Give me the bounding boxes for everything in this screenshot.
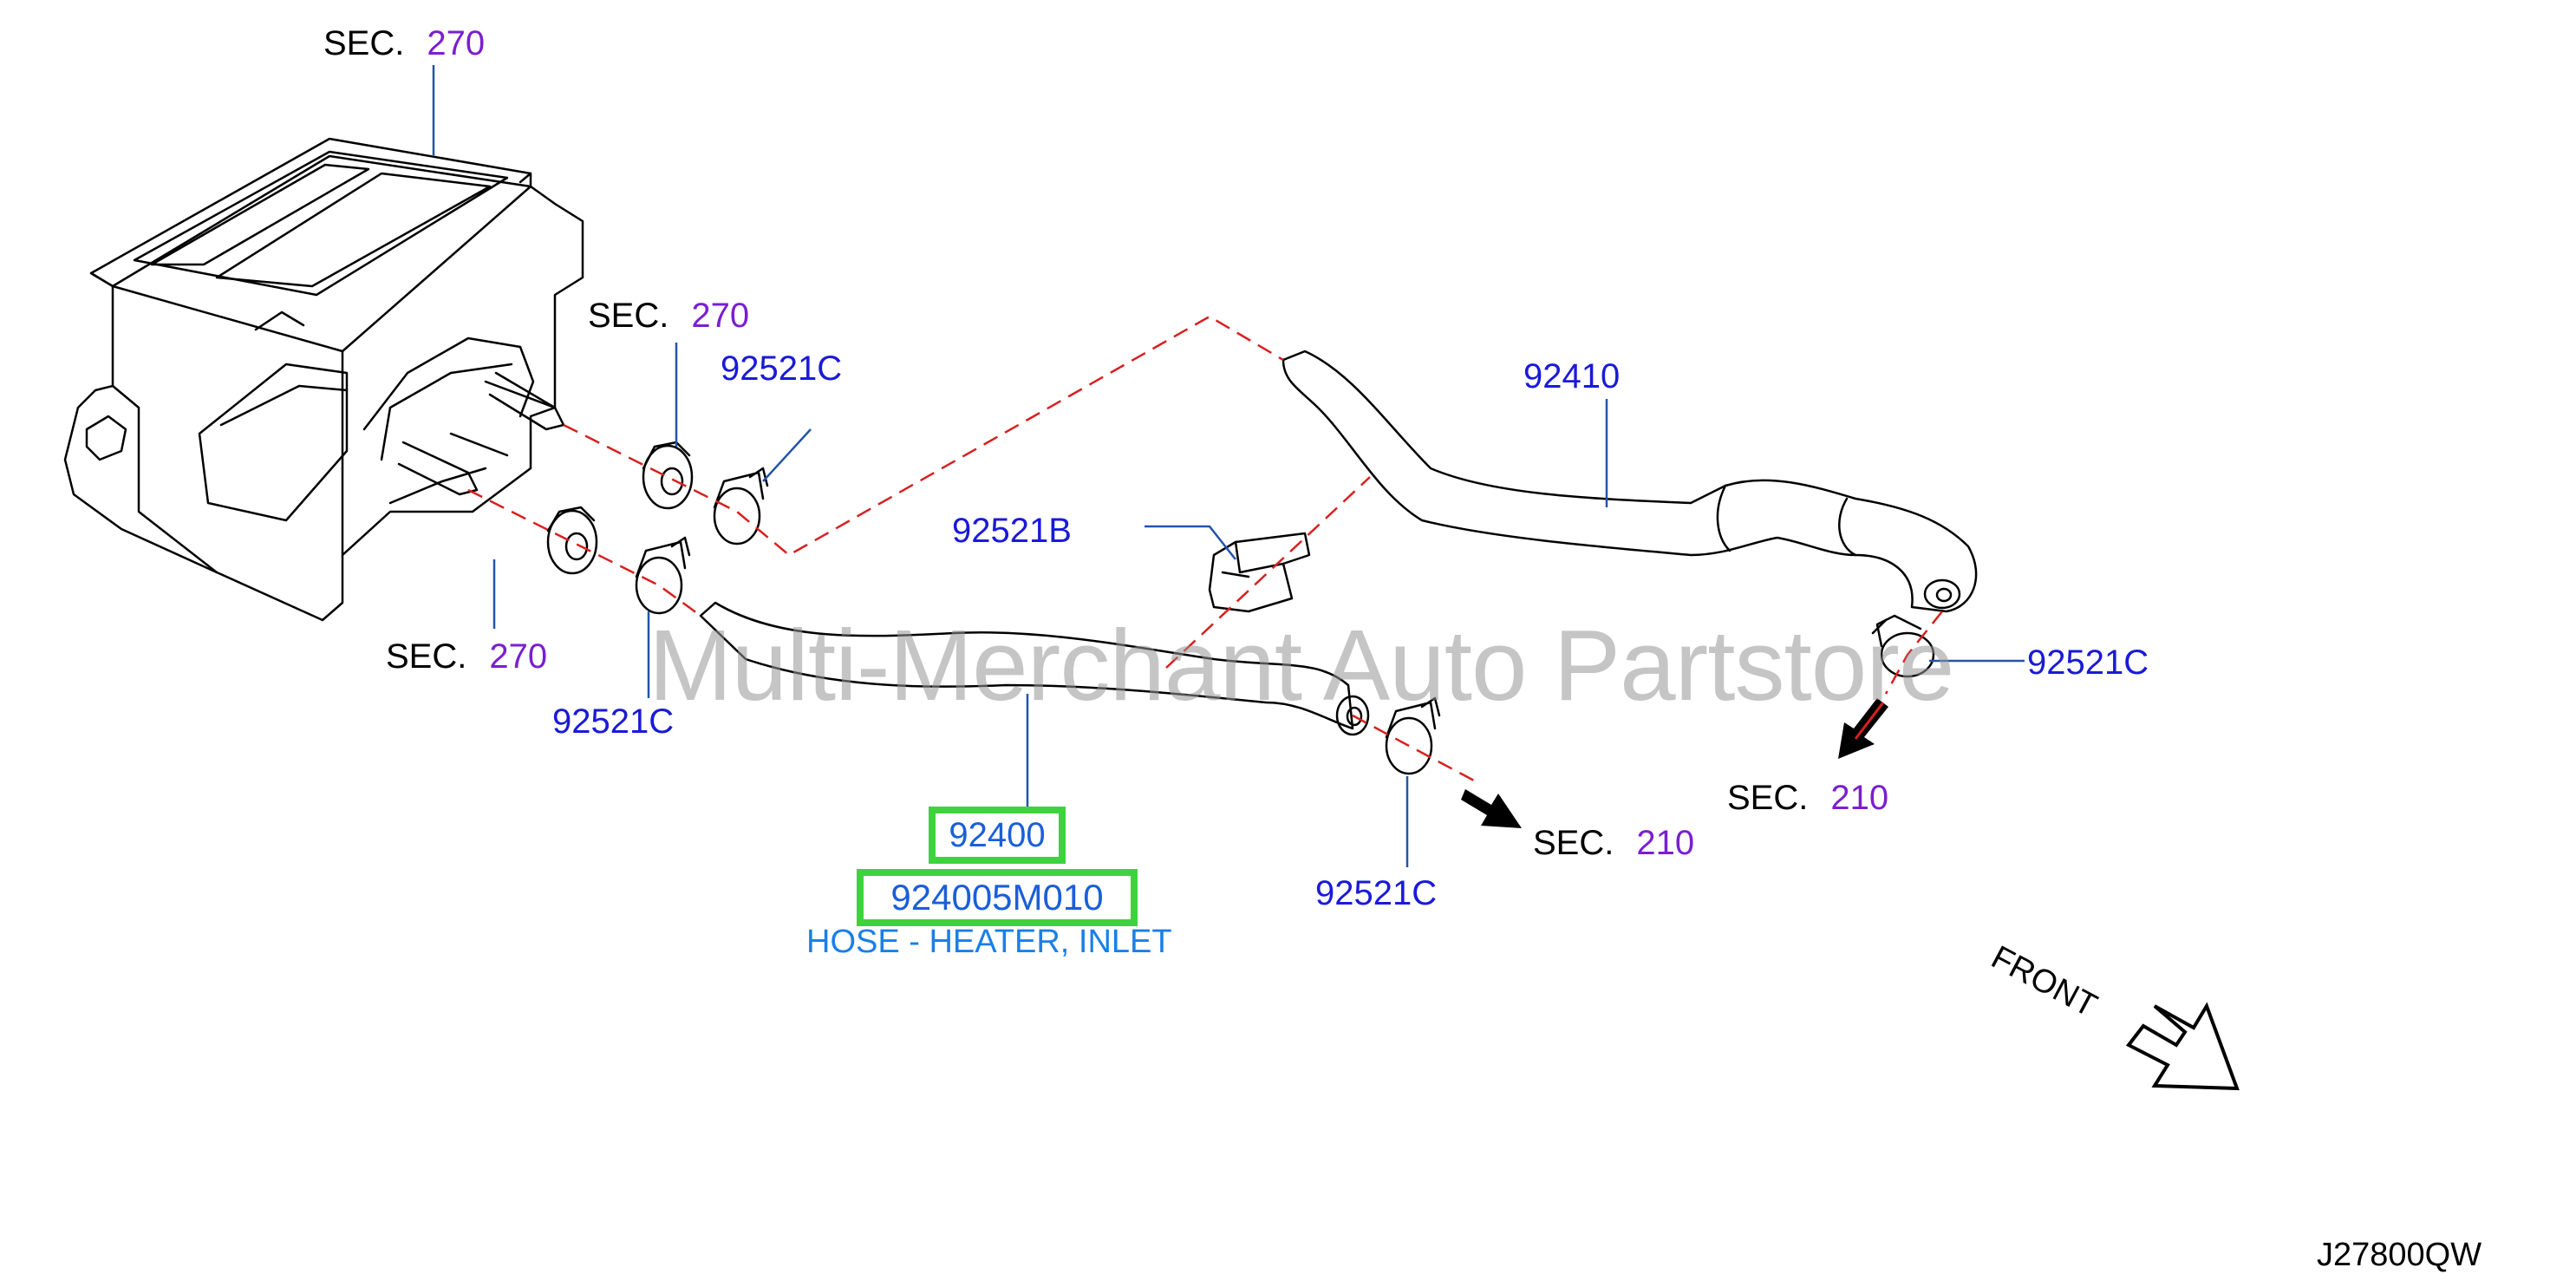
leader-lines	[432, 65, 2025, 867]
sec-number: 210	[1830, 779, 1889, 817]
arrow-to-sec-210-lower	[1461, 789, 1522, 828]
hose-outlet-drawing	[1281, 350, 1978, 613]
grommet-upper-drawing	[642, 441, 694, 510]
arrow-to-sec-210-upper	[1838, 698, 1888, 759]
clamp-right-drawing	[1871, 614, 1935, 678]
clamp-left-drawing	[635, 536, 691, 615]
sec-number: 270	[489, 637, 548, 676]
sec-label: SEC.	[1727, 779, 1809, 817]
part-clamp-top[interactable]: 92521C	[721, 350, 843, 388]
watermark: Multi-Merchant Auto Partstore	[649, 609, 1954, 722]
sec-ref-right-lower[interactable]: SEC. 210	[1533, 824, 1694, 862]
sec-number: 270	[427, 24, 486, 62]
part-clip[interactable]: 92521B	[952, 512, 1072, 550]
sec-label: SEC.	[588, 297, 669, 335]
part-clamp-bottom[interactable]: 92521C	[1315, 874, 1438, 912]
part-hose-inlet: 92400	[949, 816, 1046, 854]
selected-part-description[interactable]: HOSE - HEATER, INLET	[806, 924, 1172, 960]
sec-label: SEC.	[323, 24, 405, 62]
selected-part-number: 924005M010	[890, 877, 1104, 918]
front-arrow-icon	[2125, 1002, 2240, 1091]
sec-ref-right-upper[interactable]: SEC. 210	[1727, 779, 1888, 817]
part-hose-inlet-highlight[interactable]: 92400	[929, 807, 1066, 864]
sec-ref-left[interactable]: SEC. 270	[386, 637, 547, 676]
clip-drawing	[1208, 532, 1311, 613]
assembly-dash-lines	[467, 315, 1943, 782]
sec-label: SEC.	[1533, 824, 1614, 862]
part-clamp-right[interactable]: 92521C	[2027, 644, 2149, 682]
sec-number: 270	[691, 297, 750, 335]
part-clamp-left[interactable]: 92521C	[552, 702, 675, 741]
heater-unit-drawing	[63, 137, 584, 622]
diagram-code: J27800QW	[2317, 1237, 2482, 1273]
selected-part-number-highlight[interactable]: 924005M010	[857, 869, 1138, 926]
sec-ref-mid[interactable]: SEC. 270	[588, 297, 749, 335]
sec-label: SEC.	[386, 637, 467, 676]
sec-number: 210	[1636, 824, 1695, 862]
grommet-lower-drawing	[546, 506, 598, 575]
hose-inlet-drawing	[699, 601, 1370, 736]
sec-ref-top[interactable]: SEC. 270	[323, 24, 485, 62]
part-hose-outlet[interactable]: 92410	[1523, 357, 1621, 395]
clamp-bottom-drawing	[1385, 696, 1441, 775]
clamp-upper-drawing	[713, 467, 769, 546]
